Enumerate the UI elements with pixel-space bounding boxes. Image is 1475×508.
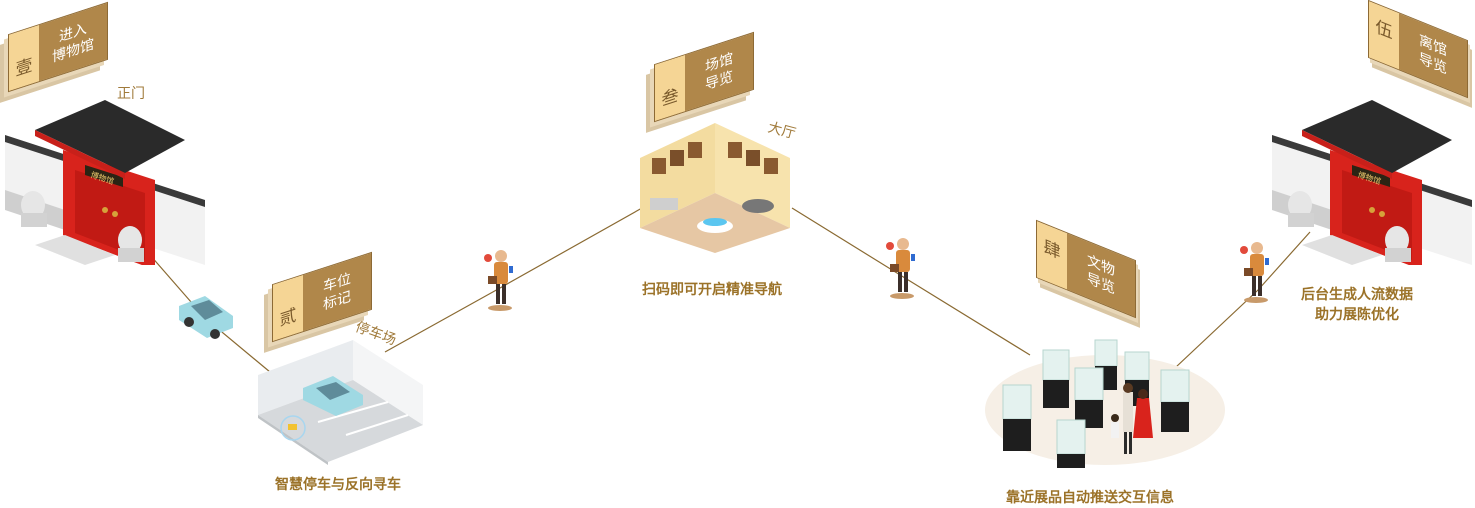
visitor-with-phone-icon bbox=[484, 250, 513, 311]
place-label-main-gate: 正门 bbox=[117, 86, 145, 102]
step-caption-relic: 靠近展品自动推送交互信息 bbox=[1006, 490, 1174, 506]
step-number: 贰 bbox=[273, 275, 303, 341]
location-pin-icon bbox=[886, 242, 894, 250]
step-number: 壹 bbox=[9, 25, 39, 91]
location-pin-icon bbox=[1240, 246, 1248, 254]
step-caption-hall: 扫码即可开启精准导航 bbox=[642, 282, 782, 298]
visitor-with-phone-icon bbox=[886, 238, 915, 299]
parking-lot-icon bbox=[258, 340, 423, 465]
relic-showcase-icon bbox=[985, 339, 1225, 468]
step-number: 肆 bbox=[1037, 221, 1067, 290]
visitor-with-phone-icon bbox=[1240, 242, 1269, 303]
step-caption-line: 后台生成人流数据 bbox=[1301, 287, 1413, 303]
car-icon bbox=[179, 296, 233, 339]
step-caption-line: 助力展陈优化 bbox=[1315, 307, 1399, 323]
step-number: 叁 bbox=[655, 55, 685, 121]
location-pin-icon bbox=[484, 254, 492, 262]
visitor-marker-3 bbox=[1238, 240, 1274, 304]
visitor-marker-1 bbox=[482, 248, 518, 312]
exhibition-hall-icon bbox=[640, 123, 790, 253]
step-caption-parking: 智慧停车与反向寻车 bbox=[275, 477, 401, 493]
visitor-marker-2 bbox=[884, 236, 920, 300]
step-number: 伍 bbox=[1369, 1, 1399, 70]
museum-gate-icon: 博物馆 bbox=[5, 100, 205, 265]
step-caption-exit: 后台生成人流数据 助力展陈优化 bbox=[1282, 285, 1432, 325]
museum-gate-icon: 博物馆 bbox=[1272, 100, 1472, 265]
